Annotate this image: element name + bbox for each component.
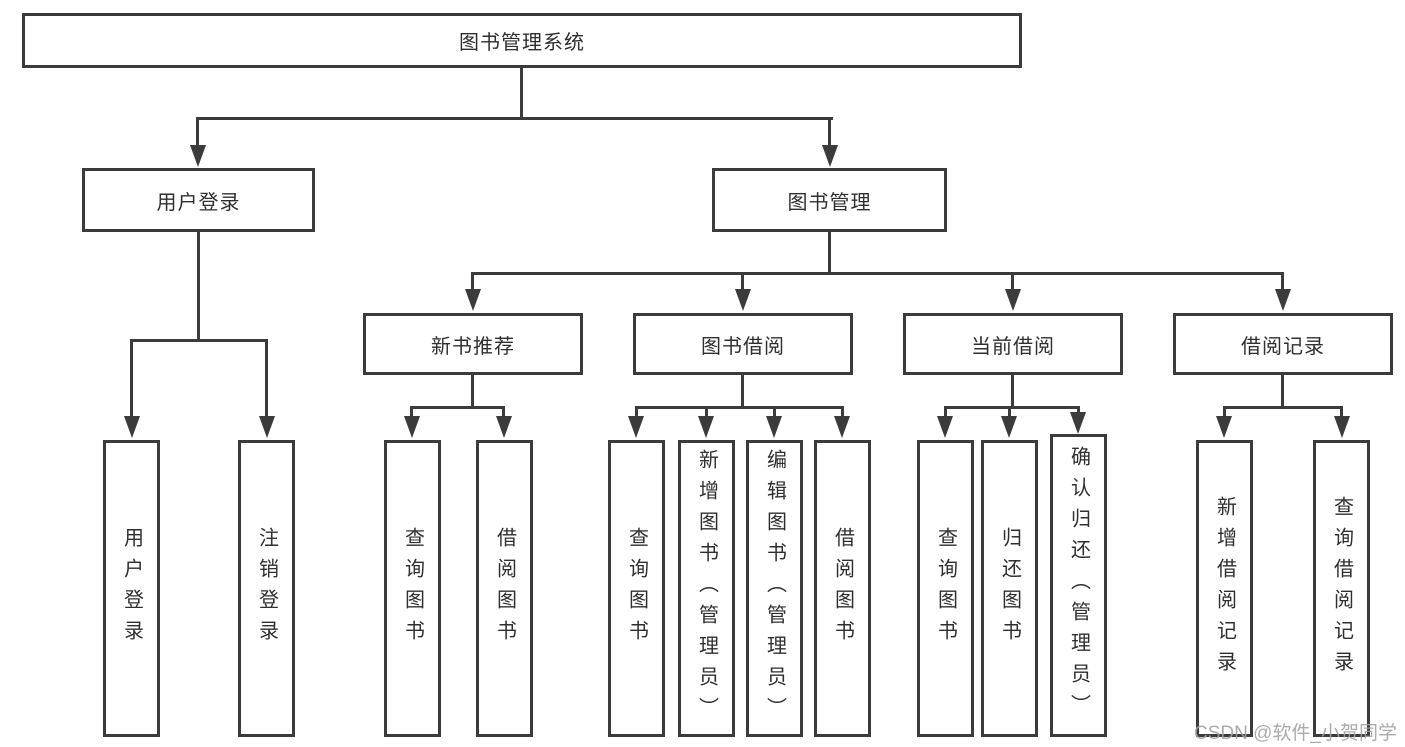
arrow-down-icon bbox=[1334, 416, 1350, 438]
connector-line bbox=[944, 406, 947, 420]
connector-line bbox=[828, 232, 831, 275]
connector-line bbox=[502, 406, 505, 420]
connector-line bbox=[196, 117, 199, 149]
connector-line bbox=[1011, 375, 1014, 409]
node-book-management: 图书管理 bbox=[712, 168, 947, 232]
connector-line bbox=[471, 272, 1284, 275]
node-borrow-records: 借阅记录 bbox=[1173, 313, 1393, 375]
arrow-down-icon bbox=[628, 416, 644, 438]
connector-line bbox=[265, 339, 268, 419]
connector-line bbox=[130, 339, 268, 342]
leaf-borrow-books-1: 借阅图书 bbox=[476, 440, 533, 737]
connector-line bbox=[1223, 406, 1226, 420]
connector-line bbox=[130, 339, 133, 419]
leaf-return-book: 归还图书 bbox=[981, 440, 1038, 737]
leaf-add-book-admin: 新增图书（管理员） bbox=[678, 440, 735, 737]
leaf-user-login: 用户登录 bbox=[103, 440, 160, 737]
arrow-down-icon bbox=[124, 416, 140, 438]
leaf-edit-book-admin: 编辑图书（管理员） bbox=[746, 440, 803, 737]
connector-line bbox=[944, 406, 1080, 409]
arrow-down-icon bbox=[766, 416, 782, 438]
arrow-down-icon bbox=[822, 145, 838, 167]
node-library-management-system: 图书管理系统 bbox=[22, 13, 1022, 68]
arrow-down-icon bbox=[259, 416, 275, 438]
leaf-confirm-return-admin: 确认归还（管理员） bbox=[1050, 434, 1107, 737]
connector-line bbox=[635, 406, 844, 409]
connector-line bbox=[1008, 406, 1011, 420]
connector-line bbox=[741, 375, 744, 409]
connector-line bbox=[635, 406, 638, 420]
connector-line bbox=[410, 406, 413, 420]
csdn-watermark: CSDN @软件_小贺同学 bbox=[1194, 723, 1397, 744]
node-current-borrow: 当前借阅 bbox=[903, 313, 1123, 375]
connector-line bbox=[1223, 406, 1343, 409]
arrow-down-icon bbox=[735, 289, 751, 311]
connector-line bbox=[1281, 375, 1284, 409]
arrow-down-icon bbox=[1216, 416, 1232, 438]
connector-line bbox=[1340, 406, 1343, 420]
leaf-logout: 注销登录 bbox=[238, 440, 295, 737]
connector-line bbox=[1281, 272, 1284, 292]
node-book-borrow: 图书借阅 bbox=[633, 313, 853, 375]
connector-line bbox=[410, 406, 505, 409]
leaf-query-books-1: 查询图书 bbox=[384, 440, 441, 737]
node-user-login: 用户登录 bbox=[82, 168, 315, 232]
connector-line bbox=[471, 272, 474, 292]
arrow-down-icon bbox=[404, 416, 420, 438]
connector-line bbox=[773, 406, 776, 420]
connector-line bbox=[741, 272, 744, 292]
leaf-query-borrow-record: 查询借阅记录 bbox=[1313, 440, 1370, 737]
connector-line bbox=[705, 406, 708, 420]
leaf-add-borrow-record: 新增借阅记录 bbox=[1196, 440, 1253, 737]
connector-line bbox=[471, 375, 474, 409]
connector-line bbox=[841, 406, 844, 420]
arrow-down-icon bbox=[1275, 289, 1291, 311]
leaf-query-books-3: 查询图书 bbox=[917, 440, 974, 737]
arrow-down-icon bbox=[834, 416, 850, 438]
node-new-book-recommend: 新书推荐 bbox=[363, 313, 583, 375]
leaf-borrow-books-2: 借阅图书 bbox=[814, 440, 871, 737]
arrow-down-icon bbox=[698, 416, 714, 438]
arrow-down-icon bbox=[1005, 289, 1021, 311]
connector-line bbox=[520, 68, 523, 120]
arrow-down-icon bbox=[937, 416, 953, 438]
leaf-query-books-2: 查询图书 bbox=[608, 440, 665, 737]
connector-line bbox=[828, 117, 831, 149]
connector-line bbox=[1011, 272, 1014, 292]
arrow-down-icon bbox=[190, 145, 206, 167]
arrow-down-icon bbox=[465, 289, 481, 311]
connector-line bbox=[197, 232, 200, 342]
arrow-down-icon bbox=[1070, 412, 1086, 434]
connector-line bbox=[197, 117, 833, 120]
arrow-down-icon bbox=[1001, 416, 1017, 438]
arrow-down-icon bbox=[496, 416, 512, 438]
